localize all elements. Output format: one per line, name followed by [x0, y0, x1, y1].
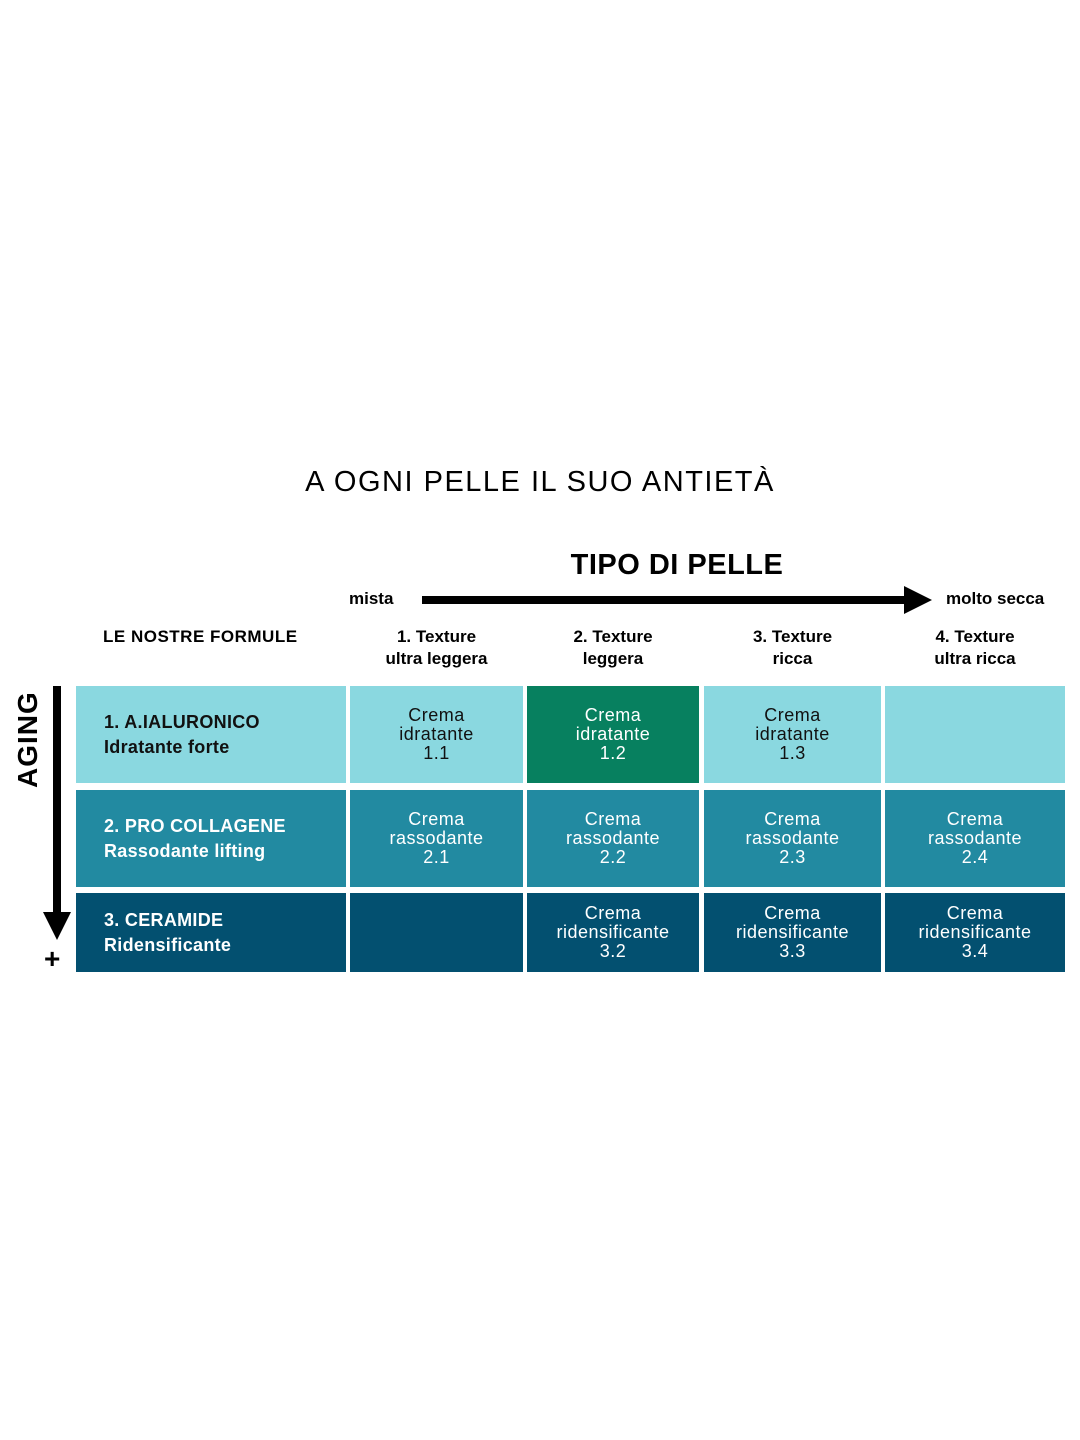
product-line2: idratante	[575, 724, 651, 744]
product-code: 1.3	[779, 743, 806, 763]
column-header-4-line2: ultra ricca	[934, 649, 1016, 668]
column-header-3-line1: 3. Texture	[752, 627, 833, 646]
product-code: 3.3	[779, 941, 806, 961]
product-cell-3-4: Crema ridensificante 3.4	[885, 893, 1065, 972]
axis-start-label: mista	[349, 589, 394, 608]
column-header-2: 2. Texture leggera	[527, 626, 699, 670]
formula-name: 2. PRO COLLAGENE	[104, 815, 286, 836]
down-arrow-icon	[43, 686, 71, 940]
product-cell-2-2: Crema rassodante 2.2	[527, 790, 699, 887]
product-code: 1.1	[423, 743, 450, 763]
product-cell-2-1: Crema rassodante 2.1	[350, 790, 523, 887]
product-line1: Crema	[584, 809, 642, 829]
formula-row-3-label: 3. CERAMIDE Ridensificante	[76, 893, 346, 972]
product-code: 3.2	[599, 941, 627, 961]
column-header-2-line2: leggera	[582, 649, 644, 668]
product-line1: Crema	[946, 903, 1004, 923]
product-line1: Crema	[764, 809, 821, 829]
column-header-1-line2: ultra leggera	[385, 649, 488, 668]
formula-name: 1. A.IALURONICO	[104, 711, 260, 732]
column-header-4-line1: 4. Texture	[935, 627, 1015, 646]
aging-label: AGING	[12, 691, 43, 788]
column-header-4: 4. Texture ultra ricca	[885, 626, 1065, 670]
formulas-column-header: LE NOSTRE FORMULE	[103, 627, 298, 646]
product-cell-3-3: Crema ridensificante 3.3	[704, 893, 881, 972]
column-header-2-line1: 2. Texture	[573, 627, 653, 646]
formula-subtitle: Ridensificante	[104, 934, 232, 955]
product-cell-2-4: Crema rassodante 2.4	[885, 790, 1065, 887]
product-line1: Crema	[764, 903, 821, 923]
column-header-3: 3. Texture ricca	[704, 626, 881, 670]
product-cell-3-2: Crema ridensificante 3.2	[527, 893, 699, 972]
product-line1: Crema	[584, 705, 642, 725]
product-cell-3-1-empty	[350, 893, 523, 972]
product-line1: Crema	[408, 705, 465, 725]
product-line2: idratante	[399, 724, 474, 744]
product-cell-2-3: Crema rassodante 2.3	[704, 790, 881, 887]
formula-name: 3. CERAMIDE	[104, 909, 224, 930]
product-line2: idratante	[755, 724, 830, 744]
product-line1: Crema	[764, 705, 821, 725]
product-line2: ridensificante	[735, 922, 850, 942]
product-code: 3.4	[961, 941, 989, 961]
product-code: 2.2	[599, 847, 627, 867]
column-header-3-line2: ricca	[772, 649, 813, 668]
product-line2: ridensificante	[918, 922, 1032, 942]
formula-subtitle: Idratante forte	[104, 736, 230, 757]
product-line1: Crema	[946, 809, 1004, 829]
product-cell-1-3: Crema idratante 1.3	[704, 686, 881, 783]
formula-row-1-label: 1. A.IALURONICO Idratante forte	[76, 686, 346, 783]
page-title: A OGNI PELLE IL SUO ANTIETÀ	[305, 466, 775, 498]
formula-subtitle: Rassodante lifting	[104, 840, 266, 861]
product-cell-1-1: Crema idratante 1.1	[350, 686, 523, 783]
right-arrow-icon	[422, 586, 932, 614]
skin-type-axis-title: TIPO DI PELLE	[570, 549, 784, 581]
product-line2: ridensificante	[556, 922, 670, 942]
product-code: 1.2	[599, 743, 627, 763]
column-header-1-line1: 1. Texture	[396, 627, 477, 646]
product-line2: rassodante	[927, 828, 1023, 848]
product-code: 2.4	[961, 847, 989, 867]
formula-row-2-label: 2. PRO COLLAGENE Rassodante lifting	[76, 790, 346, 887]
product-line2: rassodante	[389, 828, 484, 848]
product-line2: rassodante	[745, 828, 840, 848]
axis-end-label: molto secca	[946, 589, 1045, 608]
product-line2: rassodante	[565, 828, 661, 848]
product-code: 2.3	[779, 847, 806, 867]
product-cell-1-4-empty	[885, 686, 1065, 783]
column-header-1: 1. Texture ultra leggera	[350, 626, 523, 670]
product-code: 2.1	[423, 847, 450, 867]
aging-increase-sign: +	[44, 943, 61, 974]
product-line1: Crema	[584, 903, 642, 923]
product-line1: Crema	[408, 809, 465, 829]
product-cell-1-2-highlighted: Crema idratante 1.2	[527, 686, 699, 783]
